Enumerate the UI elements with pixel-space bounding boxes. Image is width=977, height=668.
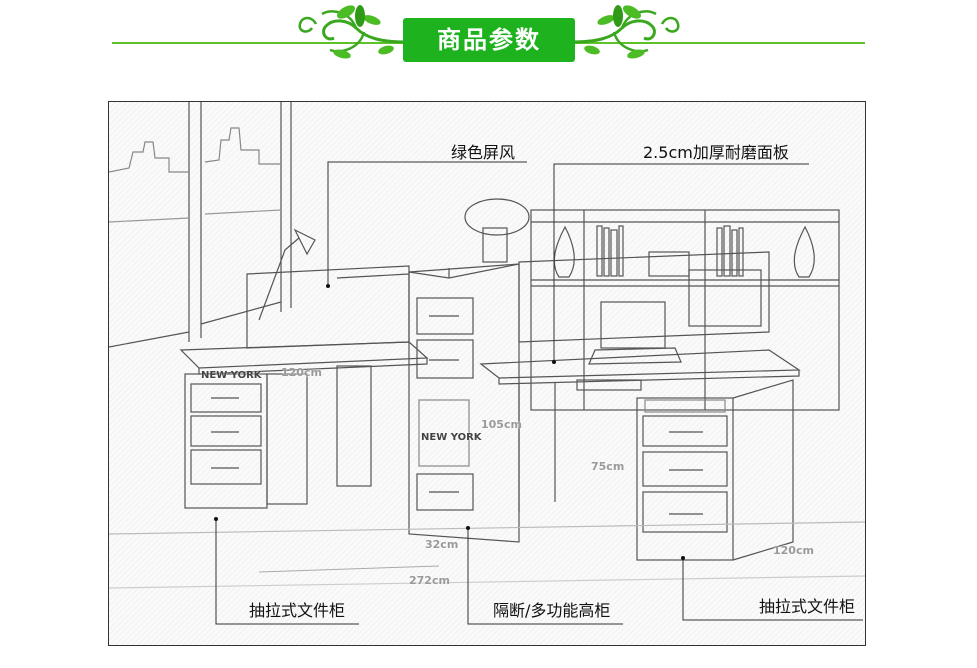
vine-ornament-left-icon [298,5,407,59]
dimension-total-length: 272cm [409,574,450,587]
dimension-desk-height: 75cm [591,460,625,473]
callout-screen-label: 绿色屏风 [451,143,516,162]
callout-cabinet-left-label: 抽拉式文件柜 [249,601,346,620]
header-divider-left [112,42,412,44]
book-spine-text: NEW YORK [201,370,262,381]
book-spine-text: NEW YORK [421,432,482,443]
vine-ornament-right-icon [571,5,680,59]
dimension-tall-cabinet-height: 105cm [481,418,522,431]
product-diagram: NEW YORK NEW YORK 绿色屏风 2.5cm加厚耐磨面板 抽拉式文件… [108,101,866,646]
office-desk-sketch [109,102,865,625]
page-title: 商品参数 [437,26,541,54]
dimension-desk-right-width: 120cm [773,544,814,557]
header-badge [403,18,575,62]
dimension-tall-cabinet-width: 32cm [425,538,459,551]
header-divider-right [565,42,865,44]
callout-desktop-label: 2.5cm加厚耐磨面板 [643,143,789,162]
callout-tall-cabinet-label: 隔断/多功能高柜 [493,601,611,620]
dimension-desk-left-width: 120cm [281,366,322,379]
callout-cabinet-right-label: 抽拉式文件柜 [759,597,856,616]
